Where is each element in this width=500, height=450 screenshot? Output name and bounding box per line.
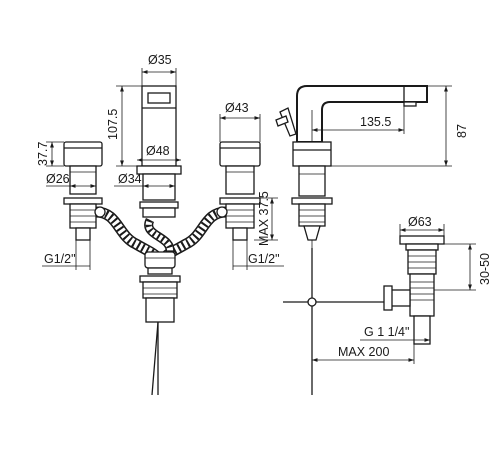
pop-up-lever (275, 107, 297, 137)
side-body (291, 165, 333, 248)
front-view: Ø35 107.5 Ø48 Ø34 37.7 Ø26 Ø43 MAX 37.5 … (36, 53, 284, 396)
left-handle (63, 141, 103, 241)
side-spout (292, 85, 428, 167)
max-depth-label: MAX 37.5 (257, 191, 271, 246)
handle-height-label: 37.7 (36, 142, 50, 166)
left-thread-label: G1/2" (44, 252, 76, 266)
spout-diameter-label: Ø35 (148, 53, 172, 67)
pipe-diameter-label: Ø34 (118, 172, 142, 186)
drain-diameter-label: Ø63 (408, 215, 432, 229)
right-handle (219, 141, 261, 241)
body-diameter-label: Ø48 (146, 144, 170, 158)
mixing-body (139, 251, 181, 396)
right-handle-diameter-label: Ø43 (225, 101, 249, 115)
front-labels: Ø35 107.5 Ø48 Ø34 37.7 Ø26 Ø43 MAX 37.5 … (36, 53, 280, 266)
side-view: 135.5 87 Ø63 30-50 G 1 1/4" MAX 200 (275, 85, 492, 395)
pop-up-waste (383, 235, 445, 345)
spout-height-label: 107.5 (106, 109, 120, 140)
side-labels: 135.5 87 Ø63 30-50 G 1 1/4" MAX 200 (338, 115, 492, 359)
side-dimensions (311, 85, 476, 364)
drain-thread-label: G 1 1/4" (364, 325, 409, 339)
drain-adjust-label: 30-50 (478, 253, 492, 285)
front-dimensions (42, 68, 284, 270)
rod-length-label: MAX 200 (338, 345, 389, 359)
drain-rod (283, 248, 390, 395)
spout-reach-label: 135.5 (360, 115, 391, 129)
total-height-label: 87 (455, 124, 469, 138)
right-thread-label: G1/2" (248, 252, 280, 266)
handle-diameter-label: Ø26 (46, 172, 70, 186)
